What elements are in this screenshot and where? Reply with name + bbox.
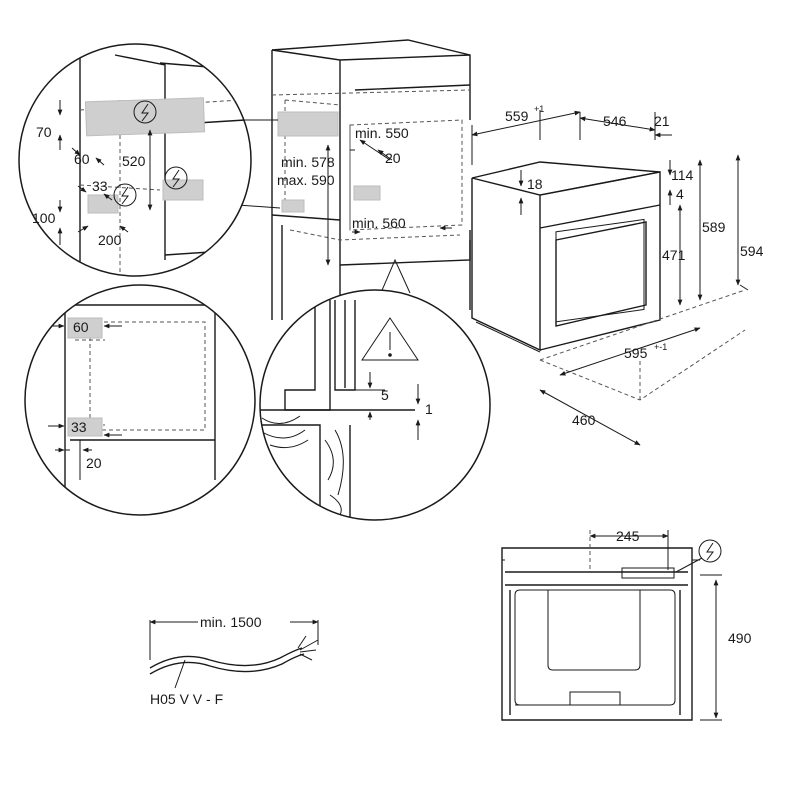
detail-bottom-center: 5 1 xyxy=(259,289,491,521)
cabinet-label-2: max. 590 xyxy=(277,172,335,188)
oven-back-view: 245 490 xyxy=(501,528,752,721)
tl-label-4: 100 xyxy=(32,210,56,226)
bl-label-0: 60 xyxy=(73,319,89,335)
oven-front-label: 21 xyxy=(654,113,670,129)
detail-bottom-left: 60 33 20 xyxy=(24,284,256,516)
cabinet-label-4: min. 560 xyxy=(352,215,406,231)
oven-top-label-2: 4 xyxy=(676,186,684,202)
tl-label-3: 33 xyxy=(92,178,108,194)
warning-icon xyxy=(361,317,419,361)
oven-height-label-1: 594 xyxy=(740,243,764,259)
tl-label-5: 200 xyxy=(98,232,122,248)
power-icon xyxy=(164,166,188,190)
power-icon xyxy=(133,100,157,124)
back-height-label: 490 xyxy=(728,630,752,646)
oven-height-label-0: 589 xyxy=(702,219,726,235)
cabinet-label-3: 20 xyxy=(385,150,401,166)
oven-width-tol: +-1 xyxy=(654,342,667,352)
cable-type-label: H05 V V - F xyxy=(150,691,223,707)
cabinet-label-0: min. 550 xyxy=(355,125,409,141)
bc-label-0: 5 xyxy=(381,387,389,403)
oven-body-depth-label: 546 xyxy=(603,113,627,129)
power-icon xyxy=(698,539,722,563)
power-icon xyxy=(113,183,137,207)
oven-top-label-1: 114 xyxy=(671,167,694,183)
bl-label-2: 20 xyxy=(86,455,102,471)
cable-drawing: min. 1500 H05 V V - F xyxy=(149,614,319,707)
tl-label-1: 60 xyxy=(74,151,90,167)
tl-label-0: 70 xyxy=(36,124,52,140)
cable-length-label: min. 1500 xyxy=(200,614,262,630)
back-width-label: 245 xyxy=(616,528,640,544)
cabinet-drawing: min. 550 min. 578 max. 590 20 min. 560 xyxy=(271,39,471,320)
oven-base-depth-label: 460 xyxy=(572,412,596,428)
cabinet-label-1: min. 578 xyxy=(281,154,335,170)
tl-label-2: 520 xyxy=(122,153,146,169)
oven-depth-tol: +1 xyxy=(534,104,544,114)
oven-depth-label: 559 xyxy=(505,108,529,124)
oven-top-label-0: 18 xyxy=(527,176,543,192)
bl-label-1: 33 xyxy=(71,419,87,435)
bc-label-1: 1 xyxy=(425,401,433,417)
oven-3d: 559 +1 546 21 18 114 4 589 594 471 595 +… xyxy=(471,104,764,446)
oven-width-label: 595 xyxy=(624,345,648,361)
oven-height-label-2: 471 xyxy=(662,247,686,263)
detail-top-left: 70 60 520 33 100 200 xyxy=(18,43,252,277)
